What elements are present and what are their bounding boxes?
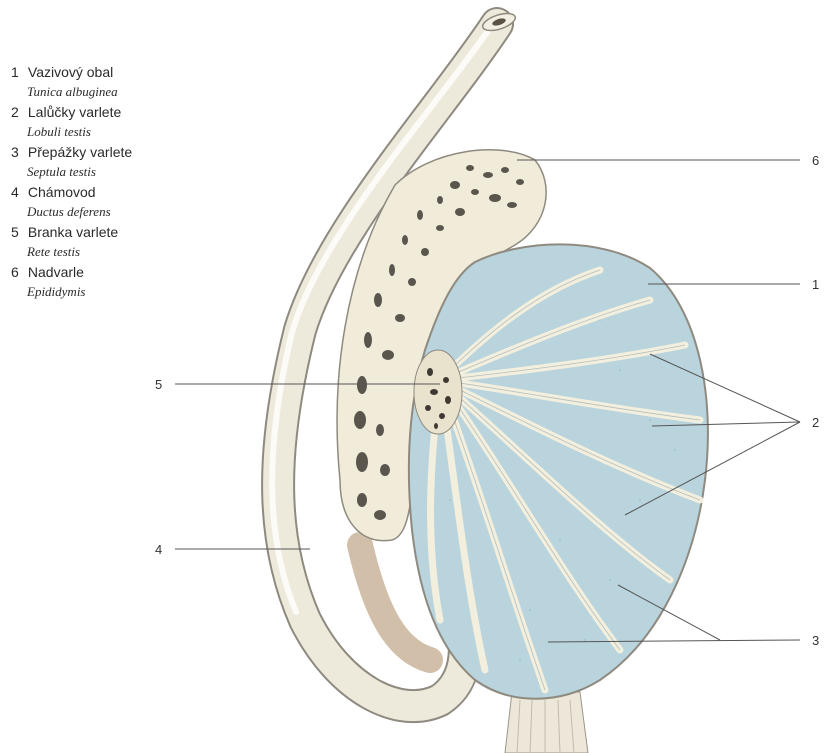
- callout-number-6: 6: [812, 153, 819, 168]
- callout-number-4: 4: [155, 542, 162, 557]
- callout-number-2: 2: [812, 415, 819, 430]
- callout-number-3: 3: [812, 633, 819, 648]
- callout-number-1: 1: [812, 277, 819, 292]
- callout-number-5: 5: [155, 377, 162, 392]
